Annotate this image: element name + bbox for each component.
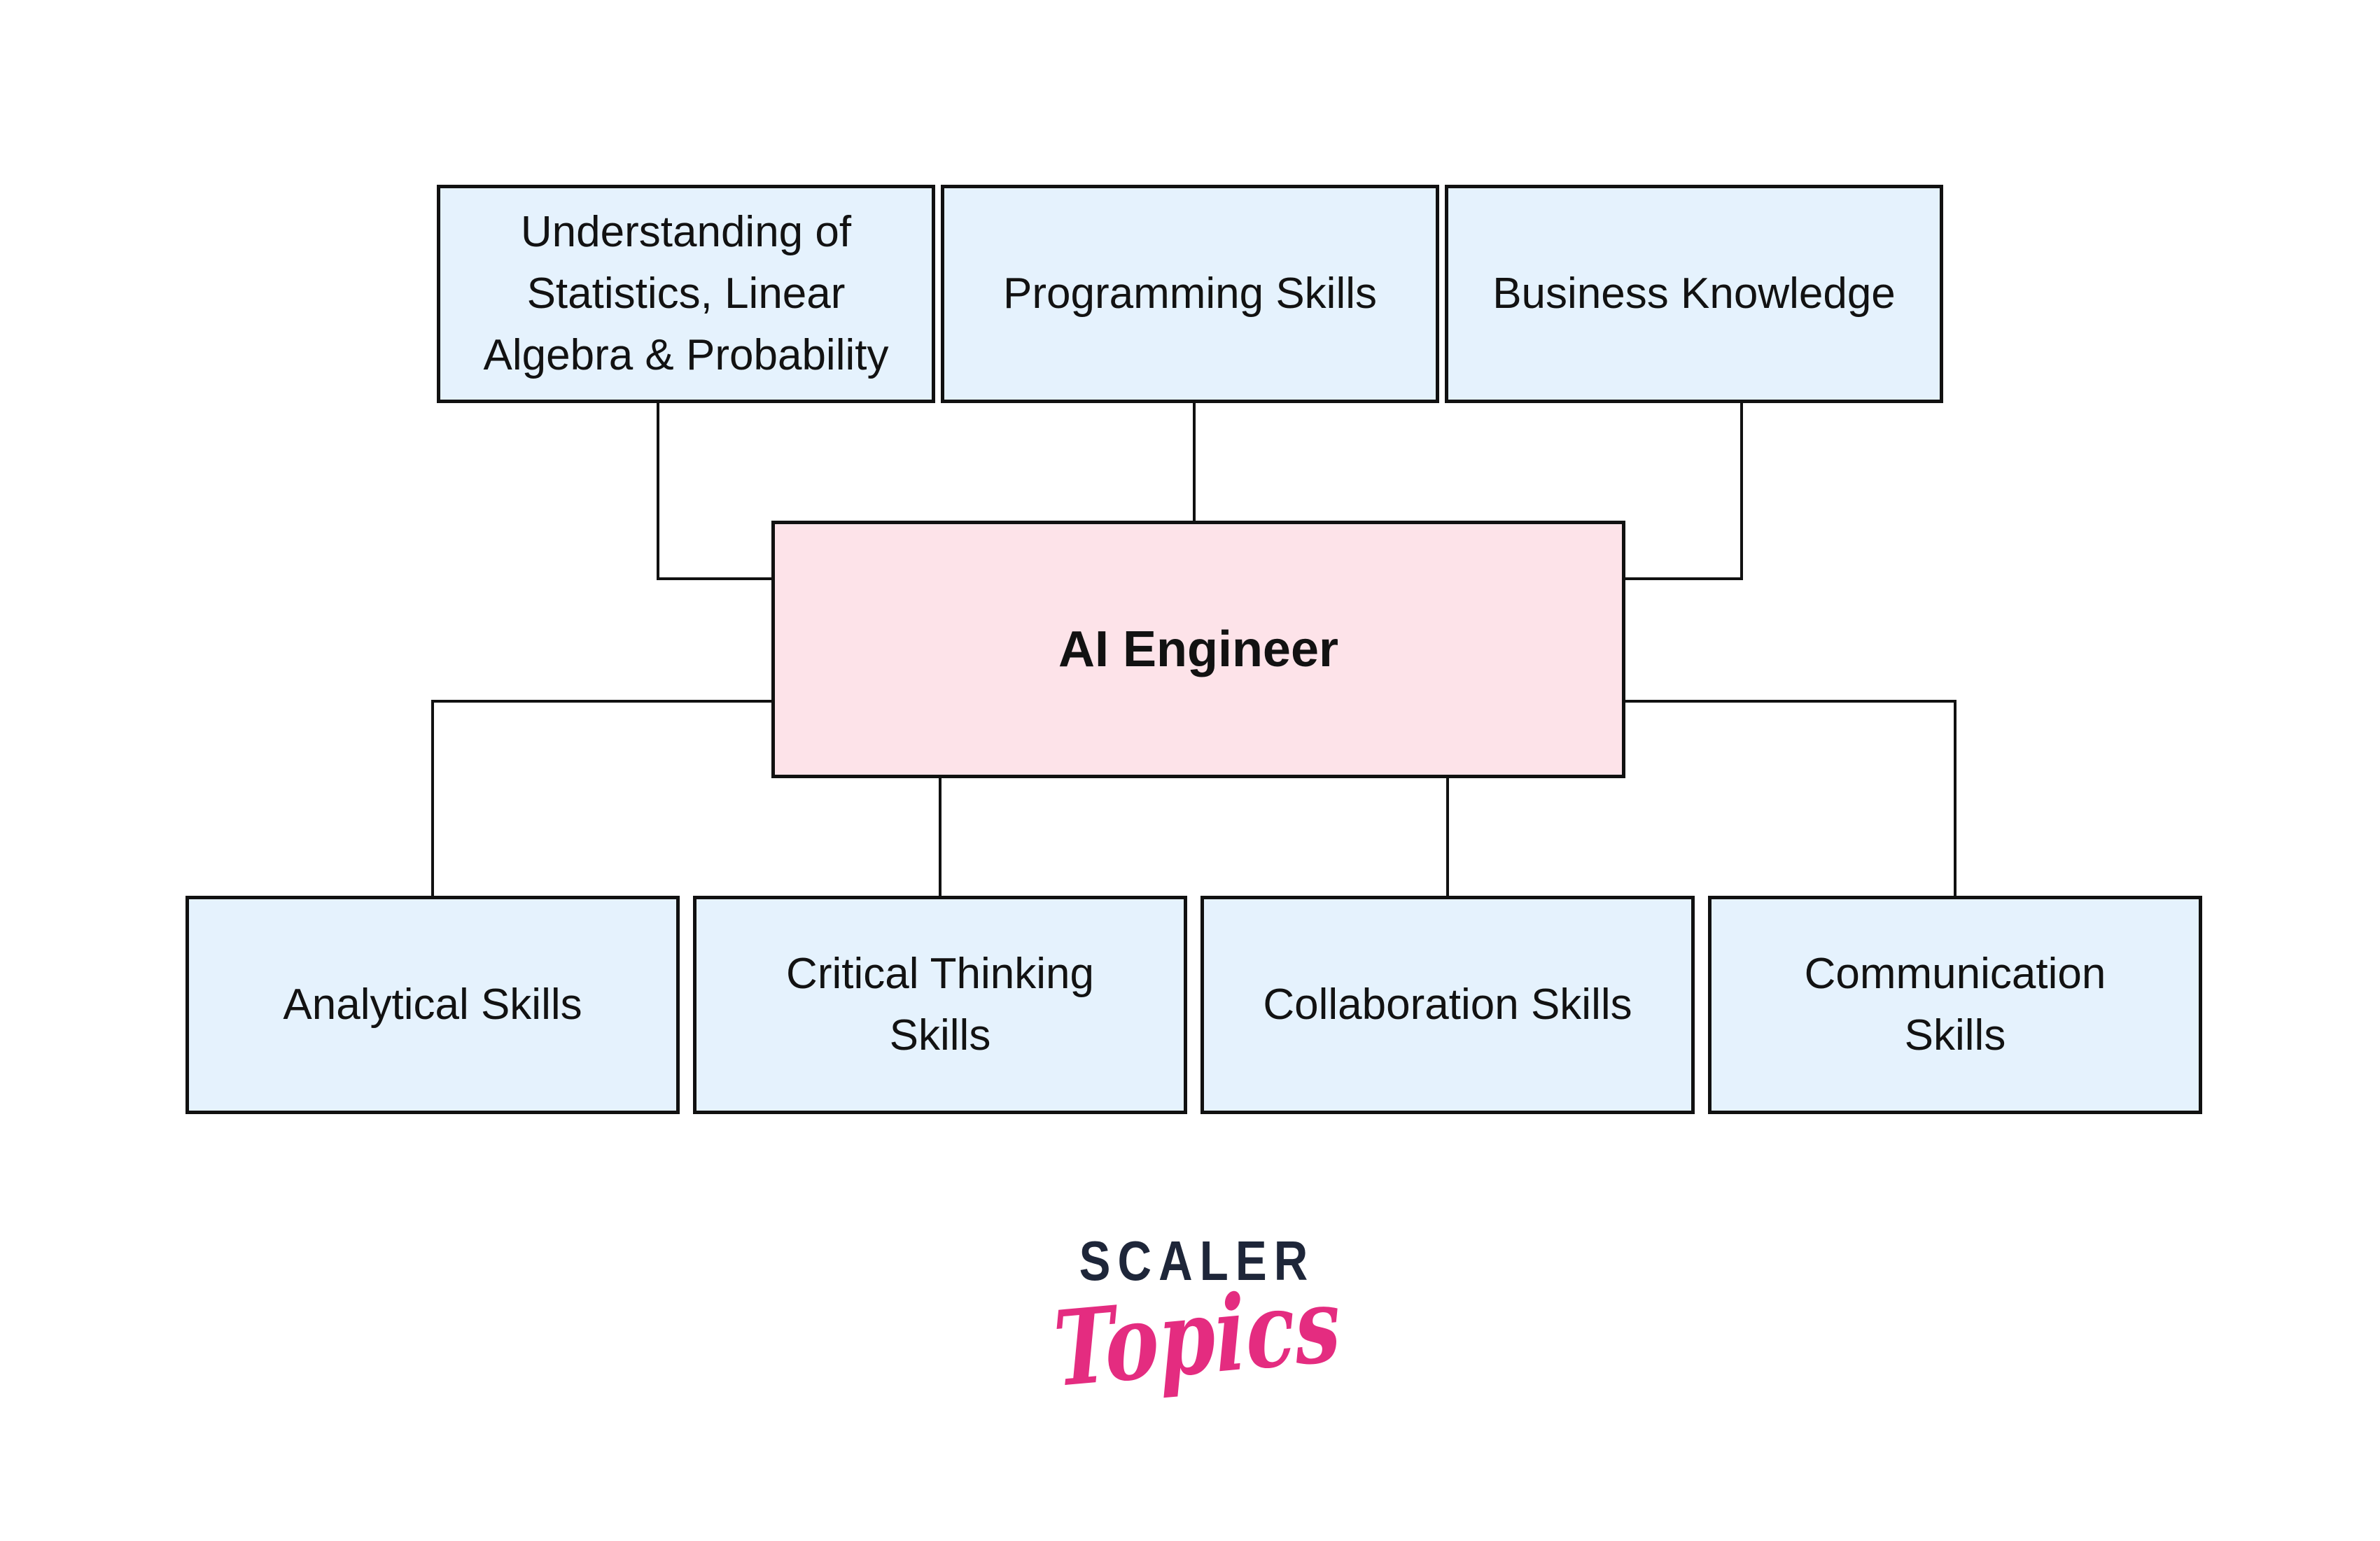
connector-business-to-ai [1625, 403, 1743, 580]
connector-statistics-to-ai [657, 403, 771, 580]
node-critical-thinking-skills: Critical Thinking Skills [693, 896, 1187, 1114]
node-understanding-statistics: Understanding of Statistics, Linear Alge… [437, 185, 935, 403]
node-collaboration-skills: Collaboration Skills [1200, 896, 1695, 1114]
node-communication-skills: Communication Skills [1708, 896, 2202, 1114]
node-programming-skills: Programming Skills [941, 185, 1439, 403]
node-understanding-statistics-label: Understanding of Statistics, Linear Alge… [483, 207, 889, 380]
node-programming-skills-label: Programming Skills [1002, 269, 1378, 318]
node-business-knowledge-label: Business Knowledge [1492, 269, 1896, 318]
node-ai-engineer: AI Engineer [771, 521, 1625, 778]
node-analytical-skills-label: Analytical Skills [283, 980, 582, 1029]
node-ai-engineer-label: AI Engineer [1058, 621, 1339, 677]
node-business-knowledge: Business Knowledge [1445, 185, 1943, 403]
connector-ai-to-analytical [431, 700, 771, 896]
node-collaboration-skills-label: Collaboration Skills [1263, 980, 1632, 1029]
logo-topics-wordmark: Topics [1051, 1262, 1343, 1411]
scaler-topics-logo: SCALER Topics [1008, 1230, 1386, 1411]
connector-ai-to-communication [1625, 700, 1956, 896]
logo-scaler-wordmark: SCALER [1079, 1230, 1315, 1292]
node-analytical-skills: Analytical Skills [186, 896, 680, 1114]
node-critical-thinking-skills-label: Critical Thinking Skills [786, 949, 1094, 1060]
node-communication-skills-label: Communication Skills [1804, 949, 2106, 1060]
